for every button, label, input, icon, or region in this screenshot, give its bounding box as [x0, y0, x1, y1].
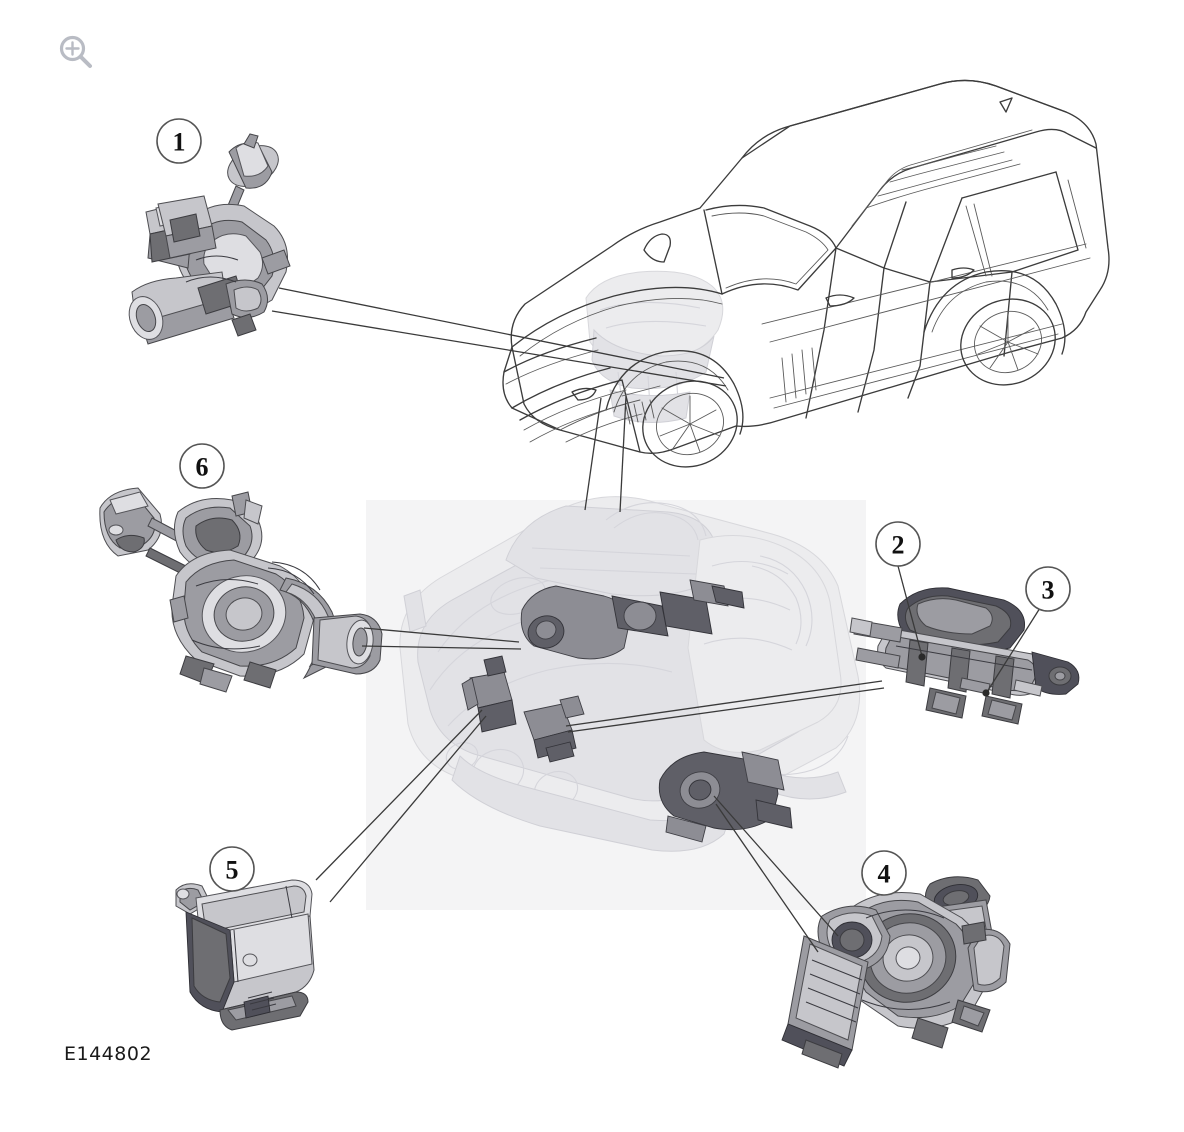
magnifier-plus-icon[interactable] [56, 32, 96, 72]
part-1-turbocharger-actuator [128, 133, 291, 345]
part-4-turbocharger-egr-cooler [781, 876, 1011, 1069]
callout-2-label: 2 [892, 531, 905, 560]
callout-3[interactable]: 3 [1025, 566, 1071, 612]
callout-4[interactable]: 4 [861, 850, 907, 896]
callout-6-label: 6 [196, 453, 209, 482]
callout-1-label: 1 [173, 128, 186, 157]
engine-component-egr-valve [523, 695, 585, 763]
engine-component-egr-pipe [520, 579, 745, 660]
engine-component-pressure-sensor [461, 655, 517, 733]
cooler-fins [805, 959, 863, 1023]
rear-wheel-spokes [977, 313, 1039, 371]
callout-4-label: 4 [878, 860, 891, 889]
vehicle-ghost-engine [585, 270, 724, 424]
engine-highlighted-components [461, 579, 793, 843]
callout-1[interactable]: 1 [156, 118, 202, 164]
figure-id-label: E144802 [64, 1043, 153, 1065]
callout-6[interactable]: 6 [179, 443, 225, 489]
front-wheel-spokes [659, 395, 721, 453]
part-5-pressure-sensor [175, 879, 315, 1031]
part-6-primary-turbocharger [99, 487, 383, 693]
magnifier-plus-icon-svg [59, 35, 92, 68]
leader-lines [271, 287, 1041, 953]
callout-5[interactable]: 5 [209, 846, 255, 892]
callout-3-label: 3 [1042, 576, 1055, 605]
callout-5-label: 5 [226, 856, 239, 885]
callout-2[interactable]: 2 [875, 521, 921, 567]
engine-component-turbocharger [658, 751, 793, 843]
vehicle-illustration [502, 79, 1110, 468]
